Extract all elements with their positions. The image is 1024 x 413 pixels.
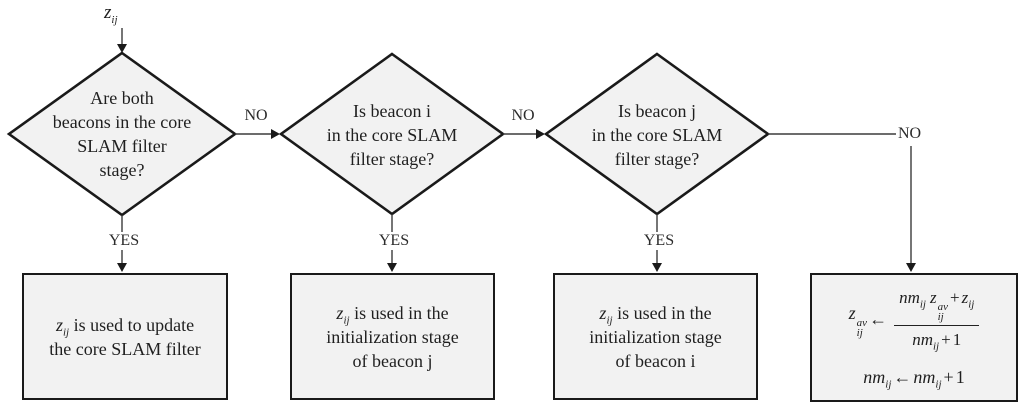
result-1-line-1: zij is used to update [55, 314, 195, 339]
edge-label-no-2: NO [503, 107, 543, 125]
result-3-line-1: zij is used in the [599, 302, 712, 327]
result-3-line-2: initialization stage [589, 326, 722, 347]
arrowhead-yes-1-down-icon [117, 263, 127, 272]
edge-label-yes-3: YES [633, 232, 685, 250]
edge-label-no-3: NO [896, 125, 934, 143]
edge-label-yes-2: YES [368, 232, 420, 250]
result-1-line-2: the core SLAM filter [49, 338, 201, 359]
arrowhead-yes-3-down-icon [652, 263, 662, 272]
edge-label-no-1: NO [236, 107, 276, 125]
arrowhead-no-1-right-icon [271, 129, 280, 139]
input-measurement-label: zij [104, 2, 118, 26]
result-box-update-core-filter: zij is used to update the core SLAM filt… [22, 273, 228, 400]
decision-diamond-both-beacons [6, 51, 238, 217]
arrowhead-input-down-icon [117, 44, 127, 53]
decision-diamond-beacon-j [543, 52, 771, 216]
assign-arrow: ← [869, 309, 888, 329]
decision-diamond-beacon-i [278, 52, 506, 216]
arrowhead-no-2-right-icon [536, 129, 545, 139]
fraction-denominator: nmij+1 [912, 330, 962, 353]
result-2-line-1: zij is used in the [336, 302, 449, 327]
result-2-line-2: initialization stage [326, 326, 459, 347]
edge-label-yes-1: YES [98, 232, 150, 250]
result-box-init-beacon-i: zij is used in the initialization stage … [553, 273, 758, 400]
arrowhead-yes-2-down-icon [387, 263, 397, 272]
arrowhead-no-3-down-icon [906, 263, 916, 272]
result-box-init-beacon-j: zij is used in the initialization stage … [290, 273, 495, 400]
result-3-line-3: of beacon i [615, 350, 696, 371]
formula-counter: nmij←nmij+1 [863, 367, 965, 391]
result-2-line-3: of beacon j [352, 350, 433, 371]
